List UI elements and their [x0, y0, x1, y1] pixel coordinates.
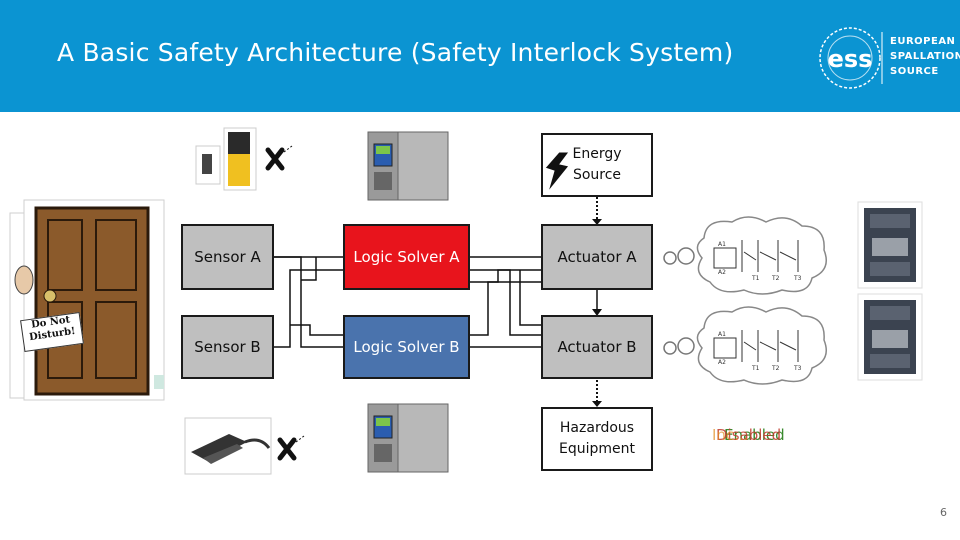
logic-solver-b-box: Logic Solver B: [343, 315, 470, 379]
plc-controller-icon: [366, 400, 450, 476]
relay-label: A2: [718, 269, 726, 276]
ess-logo-icon: ess: [819, 27, 883, 89]
relay-label: T3: [793, 275, 802, 282]
plc-controller-icon: [366, 128, 450, 204]
sensor-a-box: Sensor A: [181, 224, 274, 290]
status-disabled: Disabled: [716, 426, 782, 444]
contactor-icon: [857, 293, 923, 381]
magnetic-sensor-icon: [184, 417, 272, 475]
door-illustration: [9, 199, 165, 401]
actuator-a-box: Actuator A: [541, 224, 653, 290]
header-bar: A Basic Safety Architecture (Safety Inte…: [0, 0, 960, 112]
status-other: Inc...: [712, 426, 749, 444]
relay-label: T2: [771, 275, 780, 282]
sensor-b-box: Sensor B: [181, 315, 274, 379]
relay-label: T1: [751, 365, 760, 372]
relay-label: A1: [718, 241, 726, 248]
actuator-b-box: Actuator B: [541, 315, 653, 379]
logo-mark: ess: [828, 45, 873, 73]
relay-label: T1: [751, 275, 760, 282]
relay-thought-bubble: A1 A2 T1 T2 T3: [663, 306, 827, 385]
cross-mark-icon: [265, 145, 293, 171]
lightning-icon: [544, 151, 570, 193]
logic-solver-a-box: Logic Solver A: [343, 224, 470, 290]
relay-label: A2: [718, 359, 726, 366]
page-number: 6: [940, 506, 947, 519]
relay-thought-bubble: A1 A2 T1 T2 T3: [663, 216, 827, 295]
status-enabled: Enabled: [724, 426, 785, 444]
cross-mark-icon: [277, 435, 305, 461]
interlock-switch-icon: [195, 127, 257, 191]
relay-label: T3: [793, 365, 802, 372]
slide-title: A Basic Safety Architecture (Safety Inte…: [57, 38, 734, 67]
contactor-icon: [857, 201, 923, 289]
relay-label: T2: [771, 365, 780, 372]
logo-text: EUROPEAN SPALLATION SOURCE: [890, 36, 960, 77]
relay-label: A1: [718, 331, 726, 338]
